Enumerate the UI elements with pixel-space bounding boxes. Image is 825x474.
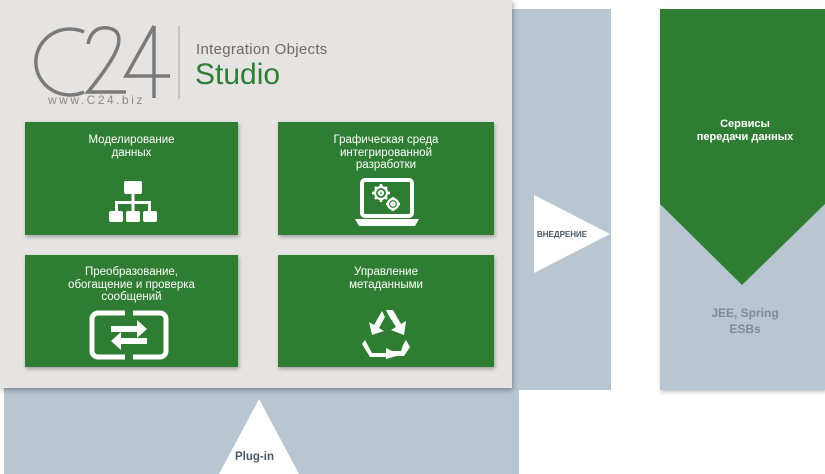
logo-divider bbox=[178, 26, 180, 99]
laptop-gears-icon bbox=[355, 178, 419, 226]
tile-data-modeling-label: Моделирование данных bbox=[88, 134, 175, 159]
tile-ide-label: Графическая среда интегрированной разраб… bbox=[333, 134, 439, 171]
deployment-arrow bbox=[534, 195, 610, 273]
logo-subtitle: Integration Objects bbox=[196, 41, 328, 58]
hierarchy-icon bbox=[109, 181, 157, 222]
plugin-arrow-label: Plug-in bbox=[235, 451, 274, 463]
plugin-arrow bbox=[219, 399, 299, 474]
c24-logo-graphic: www.C24.biz bbox=[34, 25, 170, 107]
transform-arrows-icon bbox=[89, 310, 169, 360]
recycle-icon bbox=[362, 310, 410, 359]
logo-title: Studio bbox=[195, 58, 281, 91]
services-title: Сервисы передачи данных bbox=[696, 118, 794, 143]
tile-transformation: Преобразование, обогащение и проверка со… bbox=[25, 255, 238, 367]
deployment-arrow-label: ВНЕДРЕНИЕ bbox=[537, 230, 588, 239]
tile-metadata-label: Управление метаданными bbox=[349, 266, 423, 291]
services-chevron bbox=[660, 9, 825, 285]
tile-ide: Графическая среда интегрированной разраб… bbox=[278, 122, 494, 235]
logo-website-text: www.C24.biz bbox=[47, 93, 145, 107]
tile-data-modeling: Моделирование данных bbox=[25, 122, 238, 235]
platform-label: JEE, Spring ESBs bbox=[711, 306, 779, 336]
tile-transformation-label: Преобразование, обогащение и проверка со… bbox=[68, 266, 195, 303]
tile-metadata: Управление метаданными bbox=[278, 255, 494, 367]
